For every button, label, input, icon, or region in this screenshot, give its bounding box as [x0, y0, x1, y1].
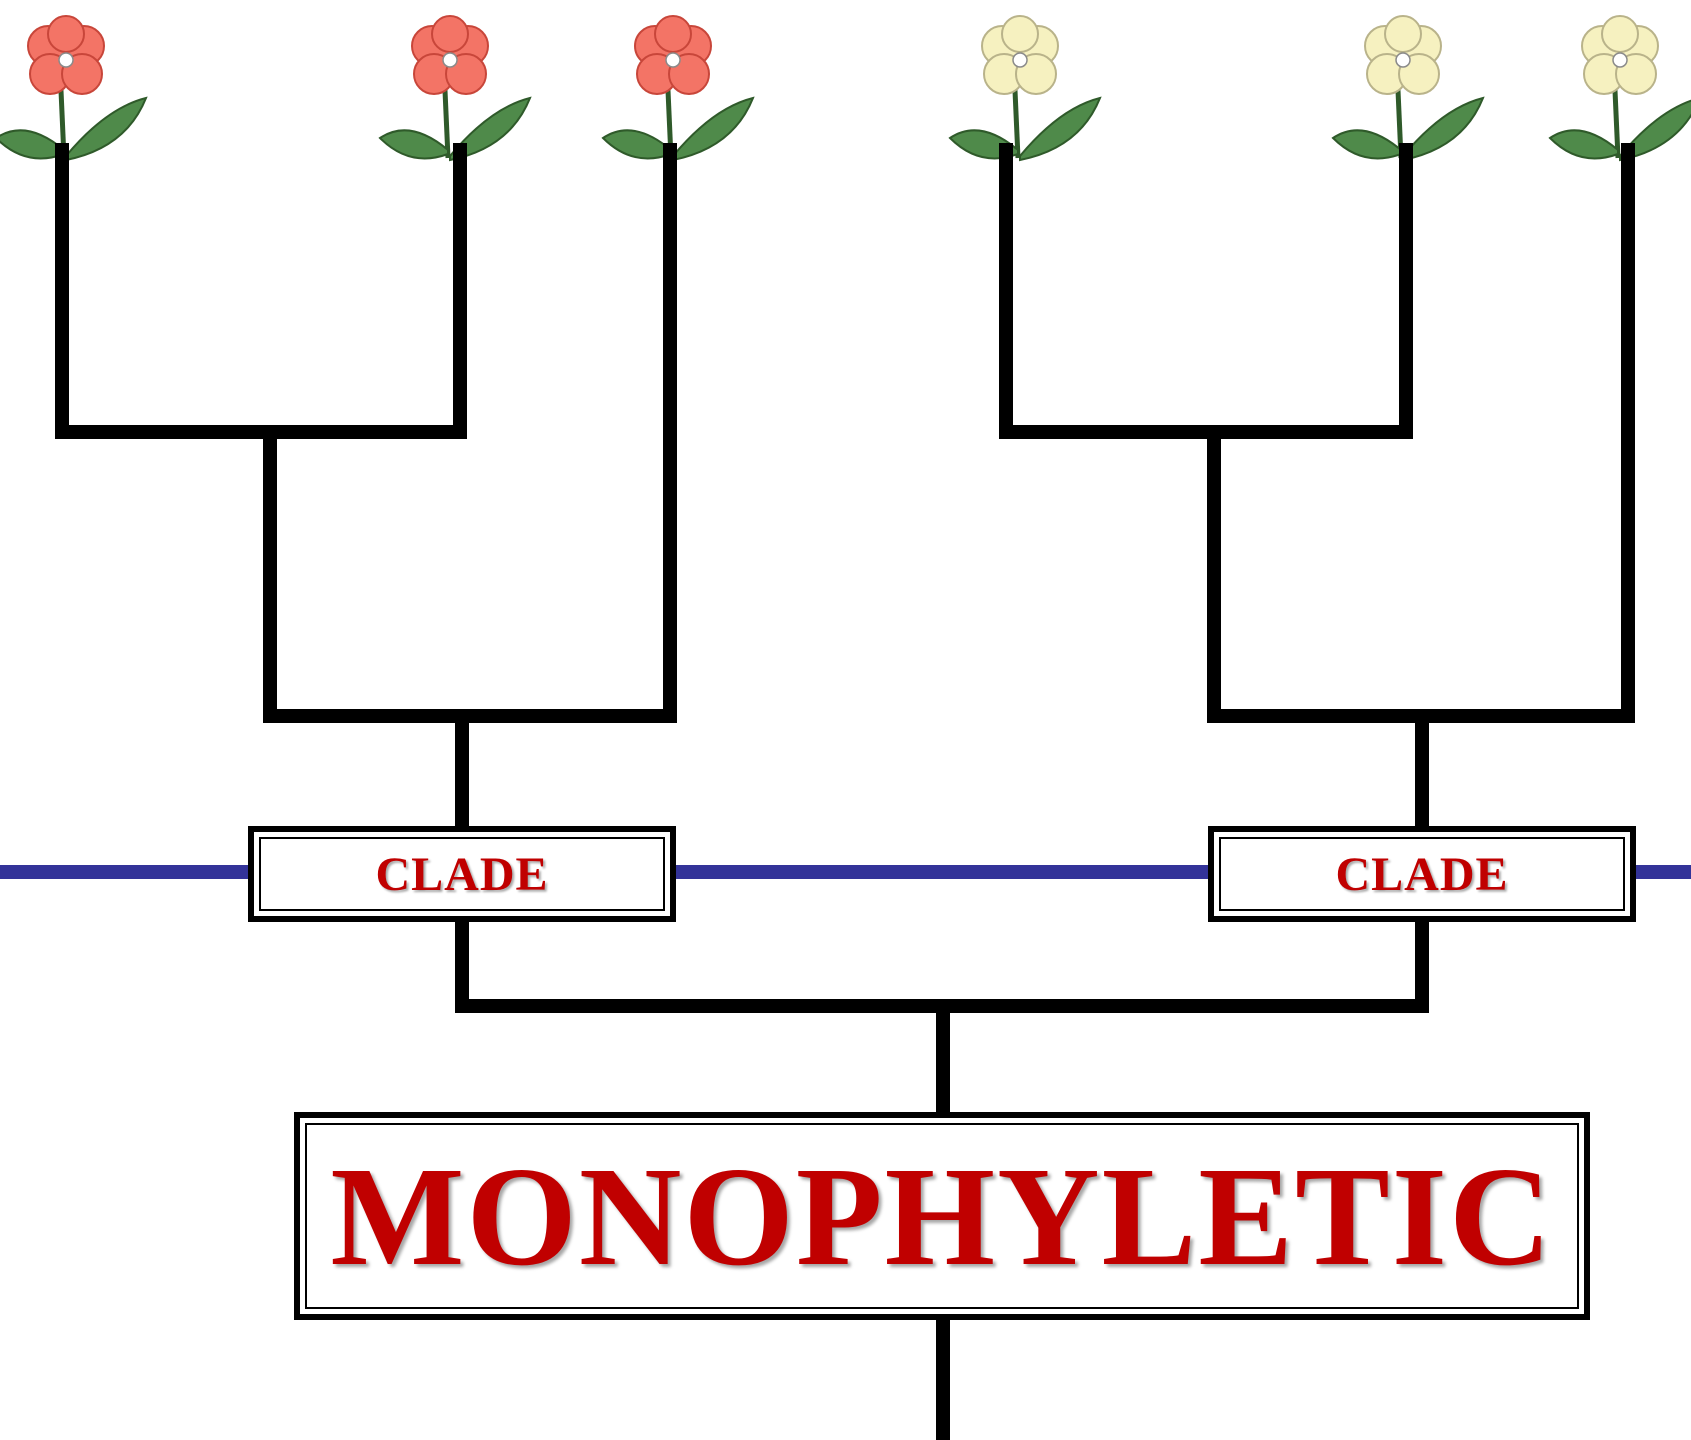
red-flower-icon: [380, 16, 530, 160]
monophyletic-label-frame: MONOPHYLETIC: [305, 1123, 1579, 1309]
clade-label-left: CLADE: [248, 826, 676, 922]
clade-label-left-frame: CLADE: [259, 837, 665, 911]
cream-flower-icon: [950, 16, 1100, 160]
clade-right-text: CLADE: [1335, 847, 1509, 901]
red-flower-icon: [603, 16, 753, 160]
tree-branches: [55, 143, 1635, 1440]
clade-label-right: CLADE: [1208, 826, 1636, 922]
red-flower-icon: [0, 16, 146, 160]
monophyletic-label: MONOPHYLETIC: [294, 1112, 1590, 1320]
clade-left-text: CLADE: [375, 847, 549, 901]
monophyletic-text: MONOPHYLETIC: [330, 1137, 1554, 1295]
cream-flower-icon: [1550, 16, 1691, 160]
cream-flower-icon: [1333, 16, 1483, 160]
clade-label-right-frame: CLADE: [1219, 837, 1625, 911]
